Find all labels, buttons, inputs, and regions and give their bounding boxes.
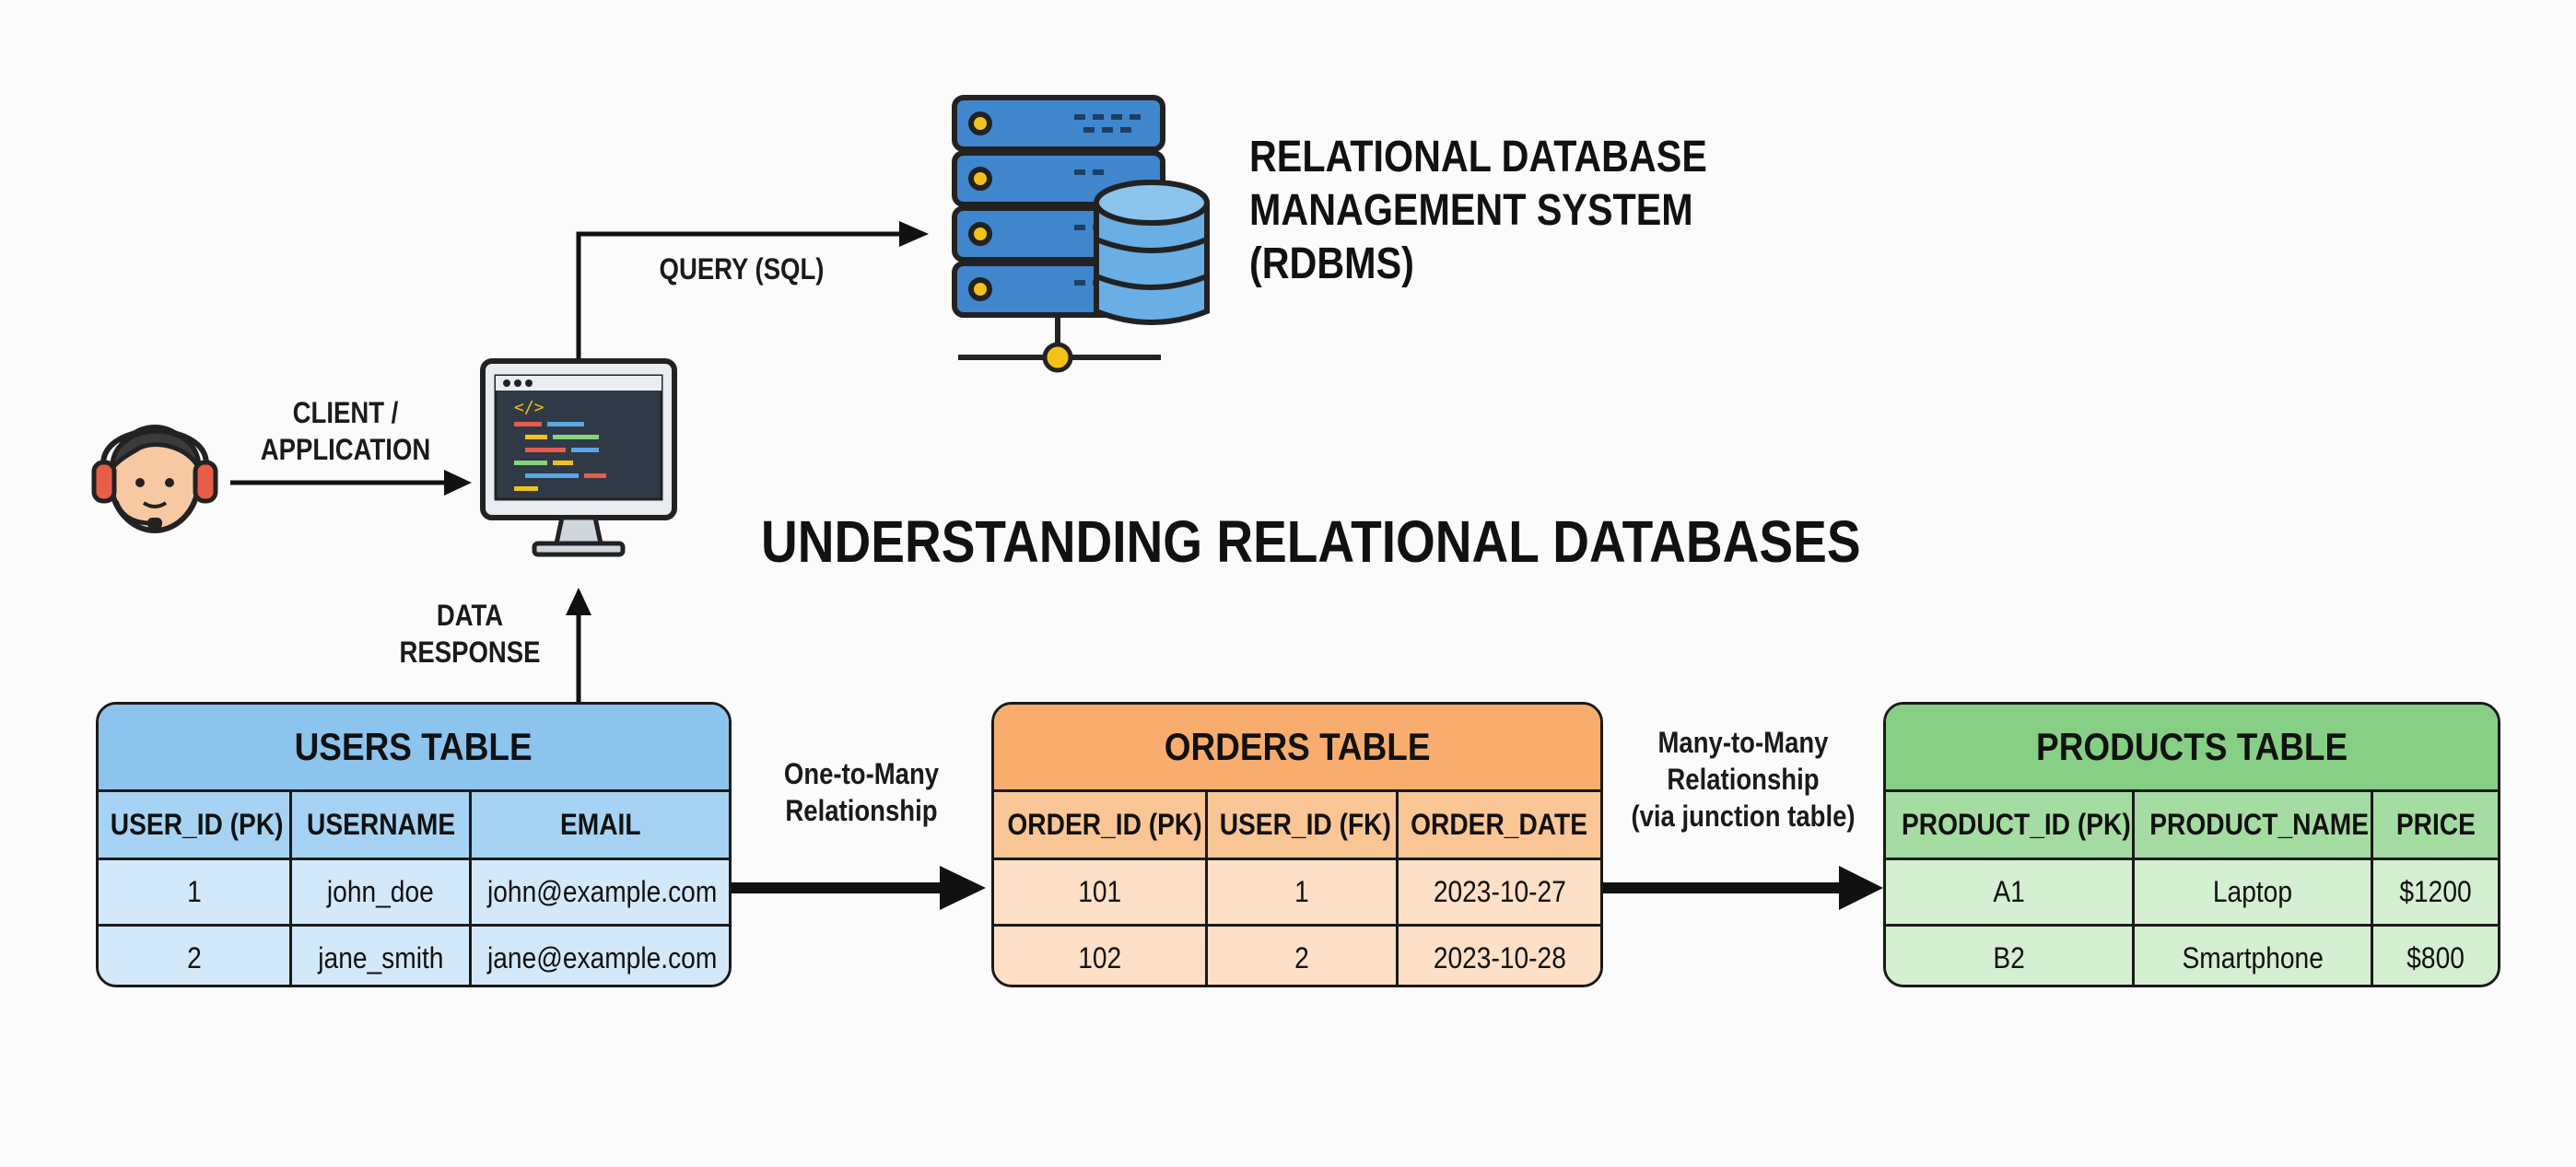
user-headset-icon xyxy=(91,425,218,533)
many-to-many-label: Many-to-Many Relationship (via junction … xyxy=(1631,726,1856,833)
arrow-data-response xyxy=(566,588,591,702)
page-title: UNDERSTANDING RELATIONAL DATABASES xyxy=(761,508,1861,575)
database-server-icon xyxy=(952,95,1210,373)
arrow-query-to-server xyxy=(576,221,929,359)
arrow-many-to-many xyxy=(1603,866,1883,910)
users-table-title: USERS TABLE xyxy=(99,705,729,792)
orders-table: ORDERS TABLE ORDER_ID (PK) USER_ID (FK) … xyxy=(991,702,1603,987)
rdbms-label: RELATIONAL DATABASE MANAGEMENT SYSTEM (R… xyxy=(1249,131,1740,291)
table-header-row: ORDER_ID (PK) USER_ID (FK) ORDER_DATE xyxy=(994,792,1600,860)
table-header-row: PRODUCT_ID (PK) PRODUCT_NAME PRICE xyxy=(1886,792,2498,860)
one-to-many-label: One-to-Many Relationship xyxy=(783,757,940,827)
client-application-label: CLIENT / APPLICATION xyxy=(260,396,431,466)
table-header-row: USER_ID (PK) USERNAME EMAIL xyxy=(99,792,729,860)
products-table-title: PRODUCTS TABLE xyxy=(1886,705,2498,792)
arrow-client-to-computer xyxy=(230,470,472,496)
table-row: B2 Smartphone $800 xyxy=(1886,925,2498,985)
svg-text:</>: </> xyxy=(514,398,544,417)
table-row: 102 2 2023-10-28 xyxy=(994,925,1600,985)
arrow-one-to-many xyxy=(732,866,986,910)
table-row: 2 jane_smith jane@example.com xyxy=(99,925,729,985)
products-table: PRODUCTS TABLE PRODUCT_ID (PK) PRODUCT_N… xyxy=(1883,702,2500,987)
orders-table-title: ORDERS TABLE xyxy=(994,705,1600,792)
table-row: 1 john_doe john@example.com xyxy=(99,858,729,927)
rdbms-line-1: RELATIONAL DATABASE xyxy=(1249,133,1707,181)
query-sql-label: QUERY (SQL) xyxy=(659,252,825,286)
table-row: A1 Laptop $1200 xyxy=(1886,858,2498,927)
computer-monitor-code-icon: </> xyxy=(480,358,677,557)
rdbms-line-2: MANAGEMENT SYSTEM xyxy=(1249,186,1693,235)
table-row: 101 1 2023-10-27 xyxy=(994,858,1600,927)
users-table: USERS TABLE USER_ID (PK) USERNAME EMAIL … xyxy=(96,702,732,987)
rdbms-line-3: (RDBMS) xyxy=(1249,239,1414,288)
data-response-label: DATA RESPONSE xyxy=(399,599,541,669)
